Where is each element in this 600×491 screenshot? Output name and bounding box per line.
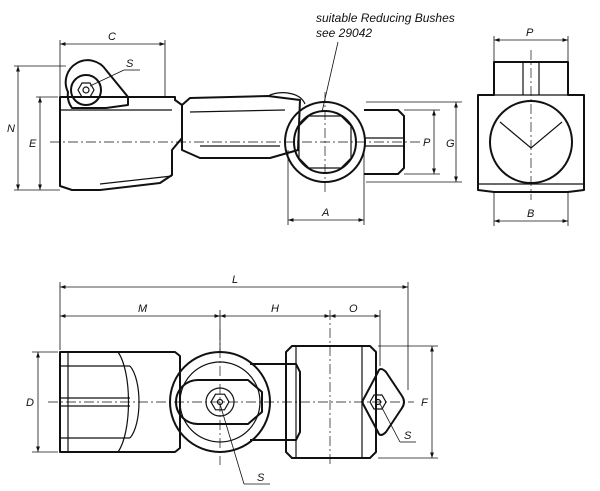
bottom-left-clamp [59, 351, 181, 453]
left-clamp-body [59, 96, 183, 191]
dim-p-label: P [423, 137, 431, 149]
note-line-1: suitable Reducing Bushes [316, 11, 455, 25]
note-leader [321, 41, 339, 113]
end-view-body [477, 61, 585, 193]
dim-s-right-leader [379, 403, 401, 443]
dim-m-label: M [138, 303, 148, 315]
dim-g-label: G [446, 138, 455, 150]
dim-c-label: C [108, 31, 116, 43]
screw-boss-ring [70, 74, 102, 106]
end-dim-b-label: B [527, 208, 534, 220]
bottom-screw-head [175, 379, 263, 425]
dim-n-label: N [7, 123, 15, 135]
dim-d-label: D [26, 397, 34, 409]
bottom-right-block [285, 345, 377, 459]
dim-s-right-label: S [404, 430, 412, 442]
left-clamp-inner-line-2 [99, 175, 173, 185]
dim-l-label: L [232, 274, 238, 286]
hex-screw-center [82, 86, 90, 94]
top-view: C S N E A P G suitable Reducing Bushes s… [7, 11, 462, 225]
right-clamp-lug [364, 109, 405, 175]
dim-a-label: A [321, 207, 329, 219]
dim-s-leader [89, 69, 125, 87]
dim-h-label: H [271, 303, 279, 315]
end-view: P B [477, 27, 585, 226]
arm-fillet [267, 92, 306, 105]
dim-s-bottom-leader [219, 403, 245, 485]
arm-edge [189, 109, 286, 113]
bottom-boss-arm [250, 363, 301, 441]
dim-o-label: O [349, 303, 358, 315]
end-dim-p-label: P [526, 27, 534, 39]
end-view-bore [489, 100, 573, 184]
bottom-view: L M H O D F S S [26, 274, 438, 485]
dim-s-bottom-label: S [257, 472, 265, 484]
screw-boss [64, 59, 129, 109]
note-line-2: see 29042 [316, 26, 372, 40]
dim-f-label: F [421, 397, 429, 409]
hex-screw-top [77, 82, 95, 98]
dim-e-label: E [29, 138, 37, 150]
dim-s-label: S [126, 58, 134, 70]
connecting-arm [181, 95, 301, 159]
right-clamp-octagon [298, 115, 352, 169]
bottom-right-hex-screw [369, 394, 387, 410]
